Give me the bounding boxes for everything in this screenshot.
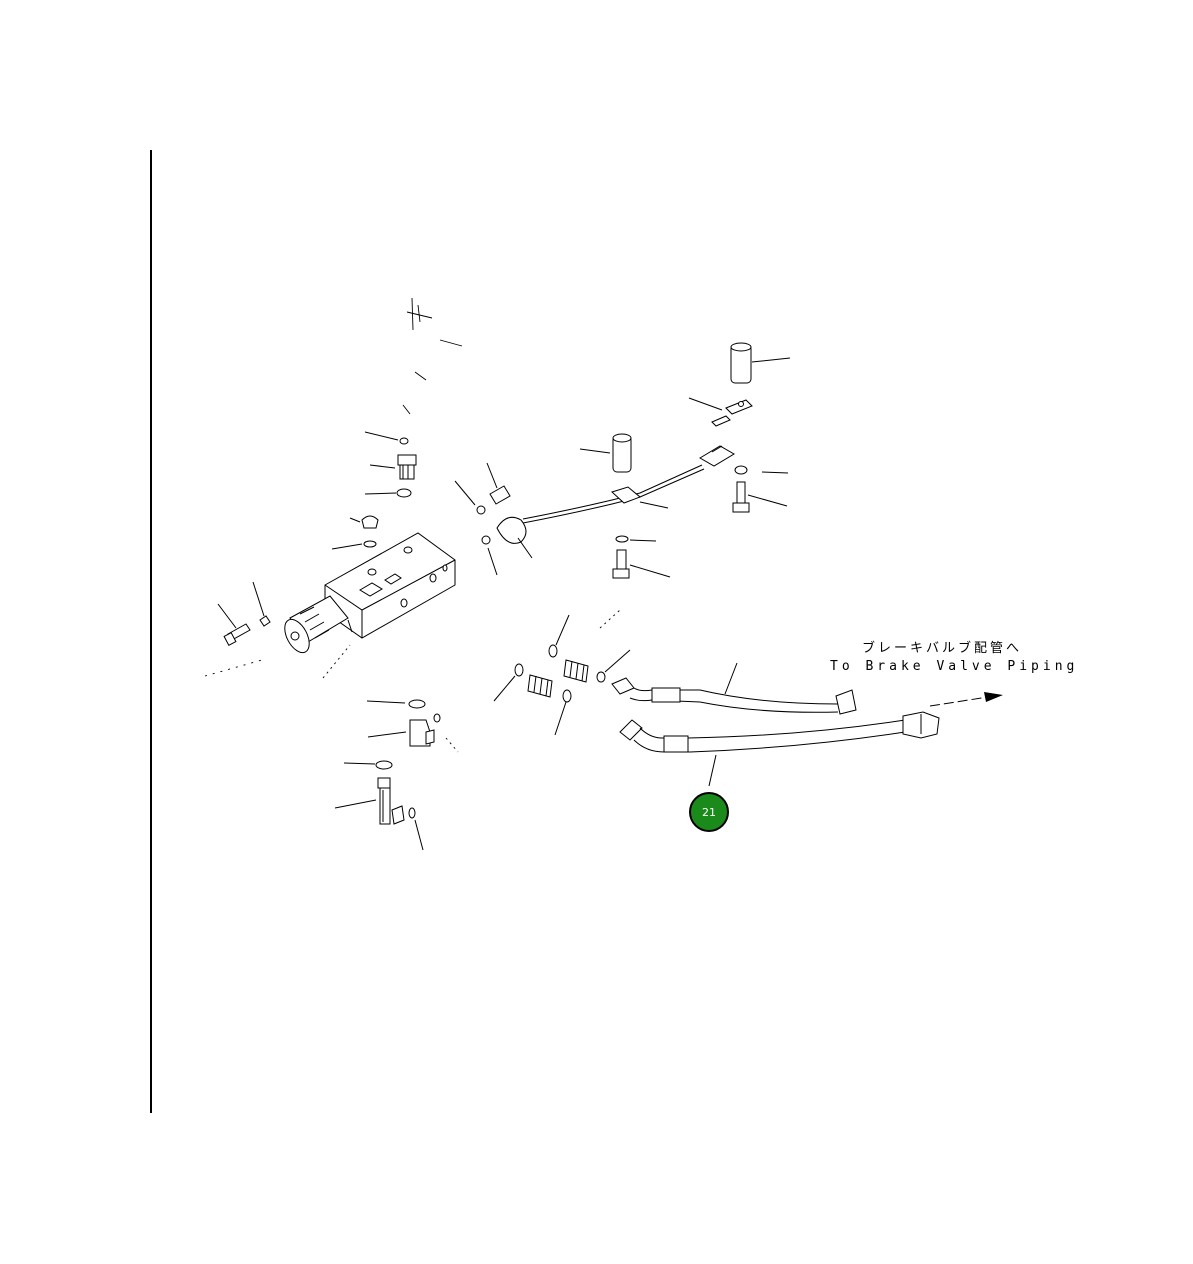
destination-arrow-line bbox=[929, 696, 989, 707]
valve-body bbox=[284, 532, 456, 654]
destination-label-jp: ブレーキバルブ配管へ bbox=[862, 640, 1022, 656]
hose-lower bbox=[619, 711, 940, 787]
center-small-parts bbox=[454, 462, 533, 576]
destination-arrow-head-icon bbox=[984, 692, 1003, 702]
right-bolt bbox=[732, 465, 789, 513]
hose-upper bbox=[611, 662, 857, 715]
spacer-sleeve-middle bbox=[579, 433, 632, 473]
callout-circle[interactable] bbox=[689, 792, 729, 832]
destination-label-en: To Brake Valve Piping bbox=[830, 659, 1078, 674]
clip-bracket bbox=[688, 397, 753, 427]
spacer-sleeve-upper bbox=[730, 342, 791, 384]
wire-harness bbox=[522, 445, 735, 524]
destination-label: ブレーキバルブ配管へ To Brake Valve Piping bbox=[830, 640, 1078, 707]
body-bolt bbox=[204, 581, 271, 677]
body-plug bbox=[331, 515, 379, 550]
callout-marker[interactable]: 21 bbox=[689, 792, 729, 832]
upper-stem-fragment bbox=[402, 297, 463, 415]
callout-number: 21 bbox=[702, 806, 716, 819]
upper-fitting-stack bbox=[364, 431, 417, 498]
hose-adapters bbox=[493, 614, 631, 736]
lower-fitting-stack bbox=[322, 609, 621, 851]
center-bolt bbox=[612, 535, 671, 579]
